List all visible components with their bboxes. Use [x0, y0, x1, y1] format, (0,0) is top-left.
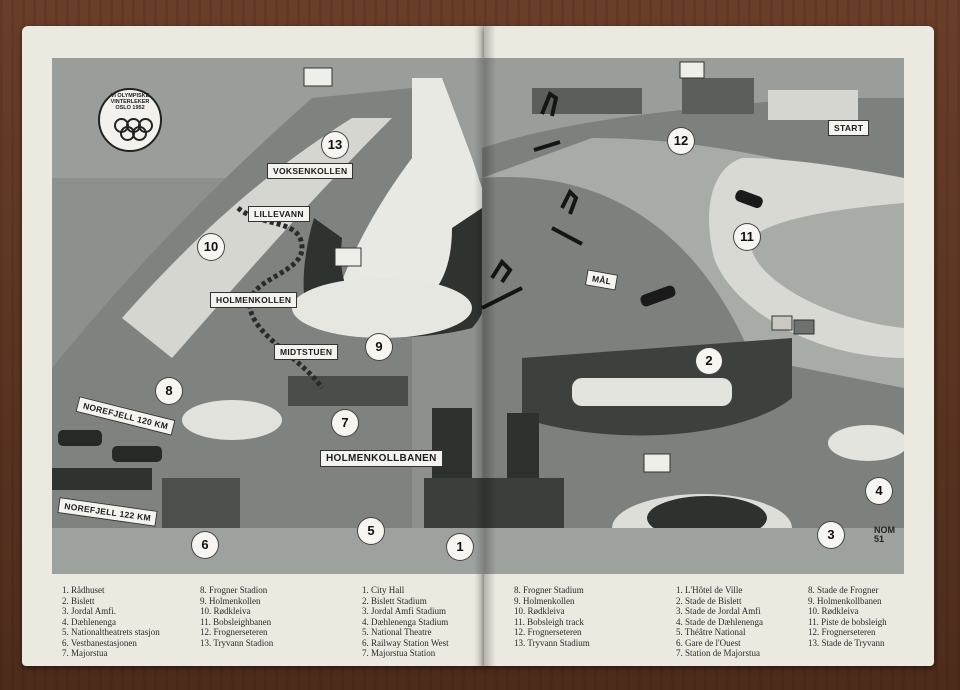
legend-entry: 11. Bobsleigh track: [514, 616, 584, 627]
legend-entry: 1. Rådhuset: [62, 585, 105, 595]
venue-marker-13: 13: [322, 132, 348, 158]
legend-entry: 4. Dæhlenenga Stadium: [362, 616, 449, 627]
legend-entry: 5. Nationaltheatrets stasjon: [62, 627, 160, 637]
venue-marker-7: 7: [332, 410, 358, 436]
legend-entry: 10. Rødkleiva: [808, 606, 859, 616]
venue-marker-12: 12: [668, 128, 694, 154]
label-holmenkollbanen: HOLMENKOLLBANEN: [320, 450, 443, 467]
legend-entry: 12. Frognerseteren: [808, 627, 876, 637]
venue-marker-8: 8: [156, 378, 182, 404]
legend-entry: 8. Frogner Stadium: [514, 585, 584, 595]
emblem-text: VI OLYMPISKE VINTERLEKER OSLO 1952: [110, 93, 150, 111]
legend-entry: 11. Bobsleighbanen: [200, 616, 272, 627]
label-holmenkollen: HOLMENKOLLEN: [210, 292, 298, 308]
book-gutter: [474, 26, 496, 666]
legend-entry: 10. Rødkleiva: [514, 606, 565, 616]
legend-entry: 9. Holmenkollen: [514, 595, 575, 606]
legend-entry: 5. Théâtre National: [676, 627, 746, 637]
legend-entry: 2. Stade de Bislett: [676, 595, 742, 606]
legend-entry: 2. Bislett Stadium: [362, 595, 427, 606]
olympic-venues-illustrated-map: VI OLYMPISKE VINTERLEKER OSLO 1952 VOKSE…: [52, 58, 904, 574]
venue-marker-2: 2: [696, 348, 722, 374]
legend-entry: 6. Railway Station West: [362, 637, 449, 648]
venue-marker-1: 1: [447, 534, 473, 560]
legend-entry: 6. Vestbanestasjonen: [62, 637, 137, 648]
legend-entry: 11. Piste de bobsleigh: [808, 616, 887, 627]
legend-entry: 13. Tryvann Stadium: [514, 637, 590, 648]
label-midtstuen: MIDTSTUEN: [274, 344, 339, 360]
legend-entry: 4. Stade de Dæhlenenga: [676, 616, 763, 627]
legend-entry: 8. Frogner Stadion: [200, 585, 268, 595]
oslo-1952-olympic-emblem: VI OLYMPISKE VINTERLEKER OSLO 1952: [98, 88, 162, 152]
legend-entry: 6. Gare de l'Ouest: [676, 637, 741, 648]
legend-entry: 12. Frognerseteren: [514, 627, 582, 637]
label-lillevann: LILLEVANN: [248, 206, 310, 222]
legend-entry: 8. Stade de Frogner: [808, 585, 879, 595]
venue-marker-11: 11: [734, 224, 760, 250]
venue-marker-9: 9: [366, 334, 392, 360]
legend-entry: 2. Bislett: [62, 595, 95, 606]
legend-entry: 7. Majorstua Station: [362, 648, 436, 658]
map-artwork: [52, 58, 904, 574]
legend-entry: 7. Majorstua: [62, 648, 108, 658]
legend-entry: 5. National Theatre: [362, 627, 432, 637]
legend-entry: 3. Jordal Amfi Stadium: [362, 606, 446, 616]
venue-marker-4: 4: [866, 478, 892, 504]
legend-entry: 12. Frognerseteren: [200, 627, 268, 637]
venue-marker-3: 3: [818, 522, 844, 548]
venue-marker-10: 10: [198, 234, 224, 260]
legend-entry: 4. Dæhlenenga: [62, 616, 116, 627]
venue-marker-5: 5: [358, 518, 384, 544]
legend-entry: 3. Jordal Amfi.: [62, 606, 116, 616]
legend-entry: 10. Rødkleiva: [200, 606, 251, 616]
legend-entry: 9. Holmenkollen: [200, 595, 261, 606]
label-voksenkollen: VOKSENKOLLEN: [267, 163, 354, 179]
legend-entry: 13. Stade de Tryvann: [808, 637, 885, 648]
legend-entry: 3. Stade de Jordal Amfi: [676, 606, 761, 616]
legend-entry: 9. Holmenkollbanen: [808, 595, 882, 606]
venue-marker-6: 6: [192, 532, 218, 558]
legend-entry: 1. L'Hôtel de Ville: [676, 585, 743, 595]
artist-signature: NOM 51: [874, 525, 895, 544]
legend-entry: 13. Tryvann Stadion: [200, 637, 274, 648]
label-start: START: [828, 120, 870, 136]
legend-entry: 7. Station de Majorstua: [676, 648, 760, 658]
legend-entry: 1. City Hall: [362, 585, 405, 595]
